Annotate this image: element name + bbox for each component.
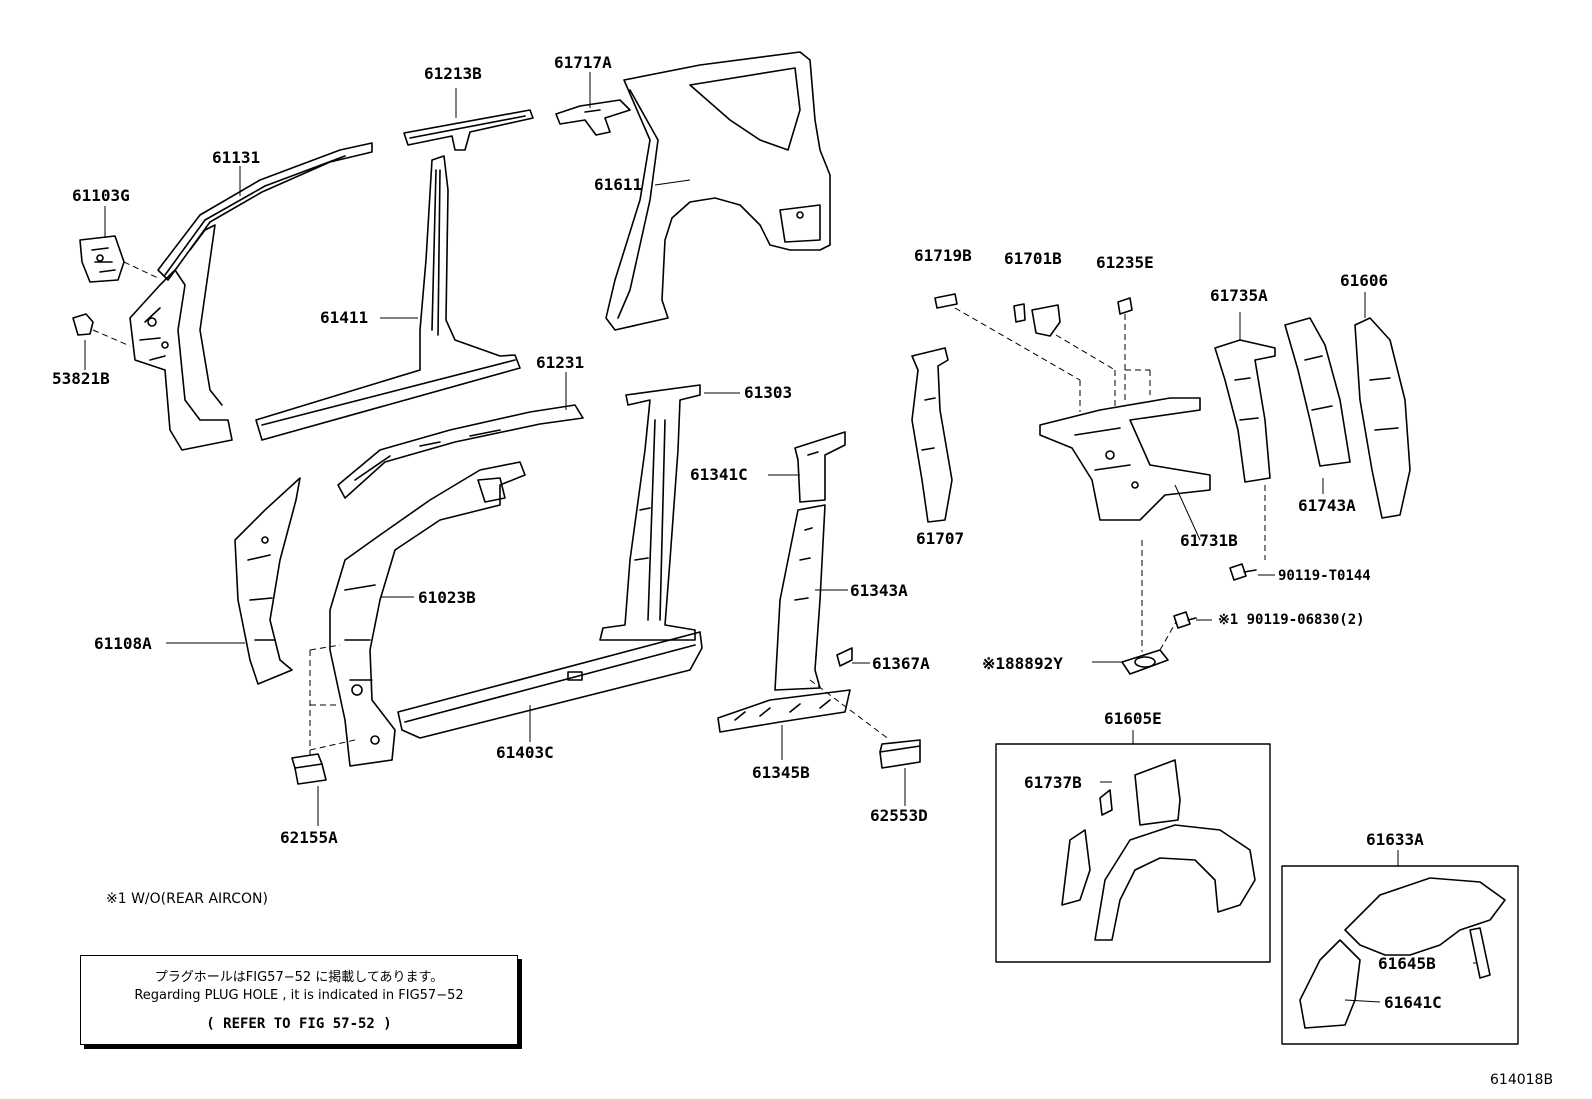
label-61701B: 61701B <box>1004 249 1062 268</box>
part-61303-drawing <box>599 384 701 641</box>
plug-hole-note: プラグホールはFIG57−52 に掲載してあります。 Regarding PLU… <box>80 955 518 1045</box>
part-61717A-drawing <box>555 99 631 136</box>
label-62553D: 62553D <box>870 806 928 825</box>
label-53821B: 53821B <box>52 369 110 388</box>
footnote-rear-aircon: ※1 W/O(REAR AIRCON) <box>106 891 268 907</box>
label-61735A: 61735A <box>1210 286 1268 305</box>
part-61108A-drawing <box>234 477 301 685</box>
part-61403C-drawing <box>397 631 703 739</box>
label-188892Y: ※188892Y <box>982 654 1063 673</box>
label-61103G: 61103G <box>72 186 130 205</box>
box-61633A <box>1281 865 1519 1045</box>
part-61735A-drawing <box>1214 339 1276 483</box>
part-61411-drawing <box>255 155 521 441</box>
label-61341C: 61341C <box>690 465 748 484</box>
document-number: 614018B <box>1490 1072 1554 1088</box>
label-61717A: 61717A <box>554 53 612 72</box>
part-90119-06830-drawing <box>1173 611 1197 629</box>
part-53821B-drawing <box>72 313 94 336</box>
label-61345B: 61345B <box>752 763 810 782</box>
part-61213B-drawing <box>403 109 534 151</box>
part-61611-drawing <box>605 51 831 331</box>
plug-note-reference: ( REFER TO FIG 57-52 ) <box>206 1016 392 1032</box>
part-61633A-drawing <box>1299 877 1506 1029</box>
part-61719B-drawing <box>934 293 958 309</box>
part-61235E-drawing <box>1117 297 1133 315</box>
label-61707: 61707 <box>916 529 965 548</box>
label-61411: 61411 <box>320 308 369 327</box>
part-90119-T0144-drawing <box>1229 563 1257 581</box>
label-62155A: 62155A <box>280 828 338 847</box>
part-61606-drawing <box>1354 317 1411 519</box>
plug-note-english: Regarding PLUG HOLE , it is indicated in… <box>134 988 464 1003</box>
label-61235E: 61235E <box>1096 253 1154 272</box>
part-61707-drawing <box>911 347 953 523</box>
plug-note-japanese: プラグホールはFIG57−52 に掲載してあります。 <box>154 970 444 985</box>
part-61231-drawing <box>337 404 584 499</box>
part-61701B-drawing <box>1013 303 1061 337</box>
part-61103G-drawing <box>79 235 125 283</box>
part-61341C-drawing <box>794 431 846 503</box>
label-61737B: 61737B <box>1024 773 1082 792</box>
part-61343A-drawing <box>774 504 826 691</box>
label-61605E: 61605E <box>1104 709 1162 728</box>
label-61606: 61606 <box>1340 271 1389 290</box>
part-61345B-drawing <box>717 689 851 733</box>
label-61731B: 61731B <box>1180 531 1238 550</box>
label-61633A: 61633A <box>1366 830 1424 849</box>
label-61231: 61231 <box>536 353 585 372</box>
label-61343A: 61343A <box>850 581 908 600</box>
part-61131-drawing <box>157 142 373 281</box>
part-61731B-drawing <box>1039 397 1211 521</box>
label-90119-T0144: 90119-T0144 <box>1278 568 1371 584</box>
label-61213B: 61213B <box>424 64 482 83</box>
part-front-pillar-drawing <box>129 224 233 451</box>
label-61743A: 61743A <box>1298 496 1356 515</box>
part-61367A-drawing <box>836 647 853 667</box>
label-61367A: 61367A <box>872 654 930 673</box>
label-61641C: 61641C <box>1384 993 1442 1012</box>
label-61403C: 61403C <box>496 743 554 762</box>
part-62553D-drawing <box>879 739 921 769</box>
part-188892Y-drawing <box>1121 649 1169 675</box>
label-61023B: 61023B <box>418 588 476 607</box>
label-61108A: 61108A <box>94 634 152 653</box>
label-61611: 61611 <box>594 175 643 194</box>
part-61023B-drawing <box>329 461 526 767</box>
part-62155A-drawing <box>291 753 327 785</box>
label-61303: 61303 <box>744 383 793 402</box>
part-61737B-drawing <box>1061 759 1256 941</box>
label-61131: 61131 <box>212 148 261 167</box>
label-61719B: 61719B <box>914 246 972 265</box>
label-61645B: 61645B <box>1378 954 1436 973</box>
part-61743A-drawing <box>1284 317 1351 467</box>
label-90119-06830: ※1 90119-06830(2) <box>1218 612 1365 628</box>
